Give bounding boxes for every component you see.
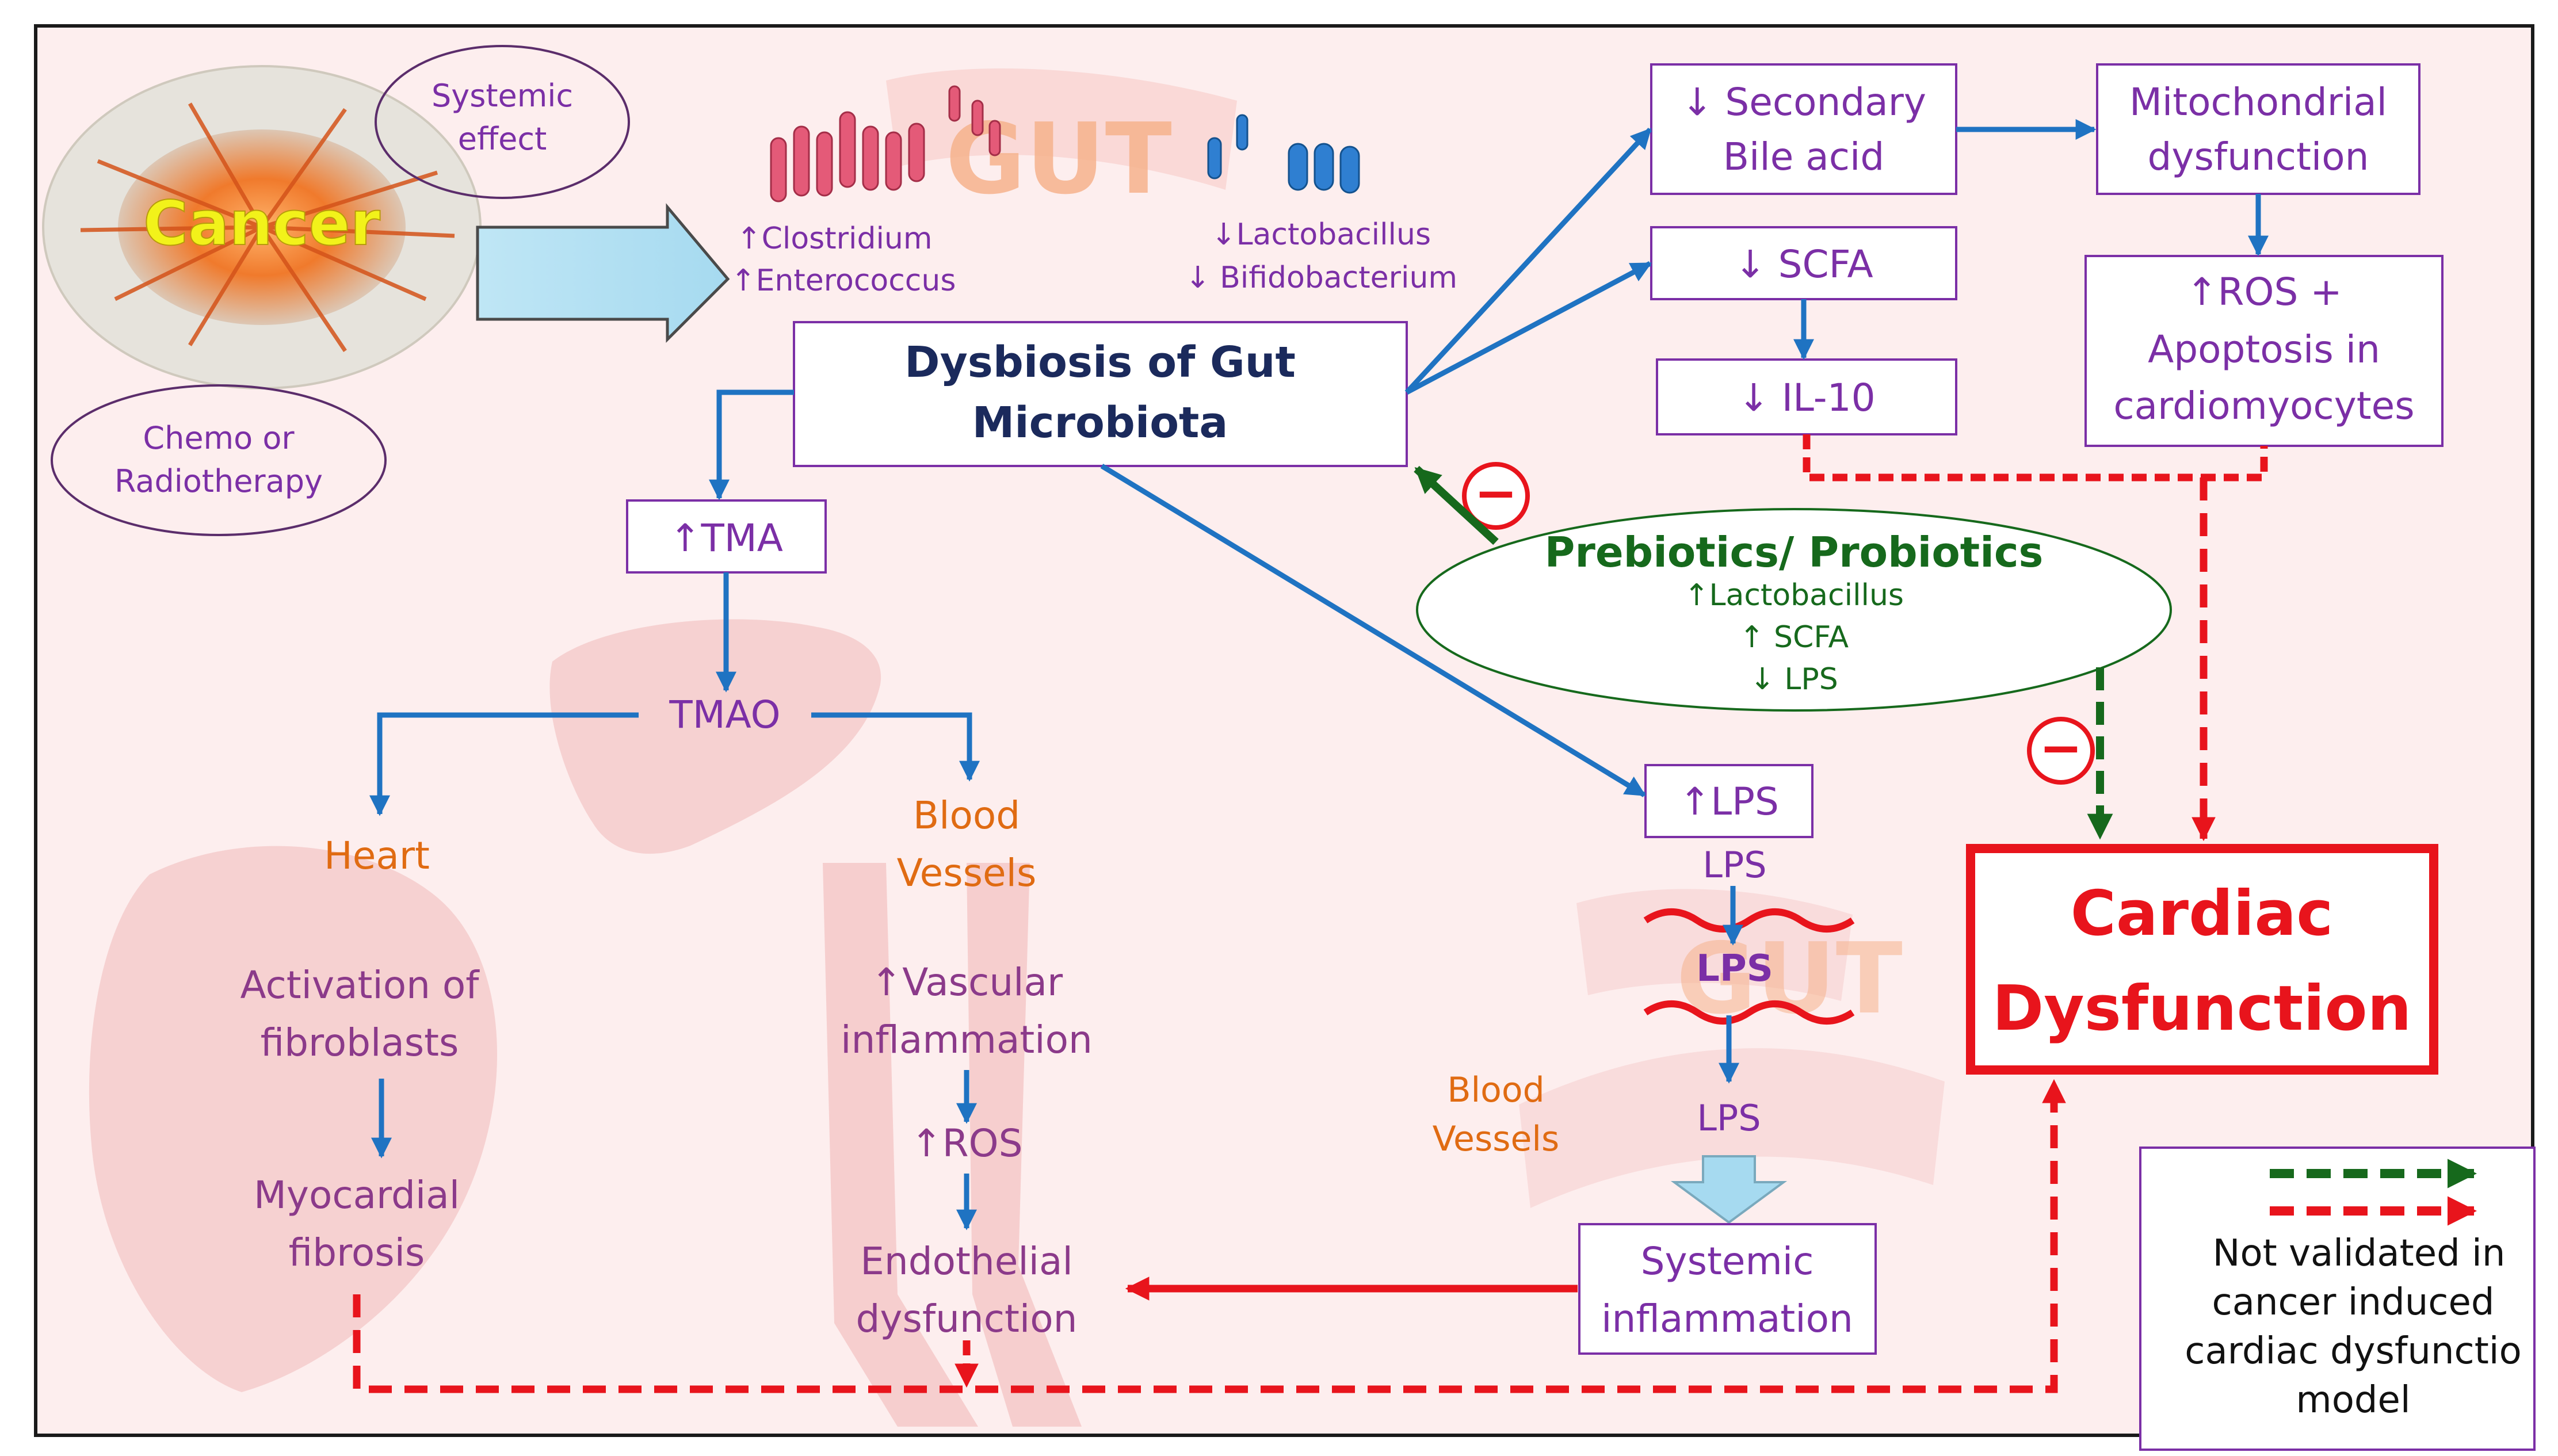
- prebiotics-item-lactobacillus: ↑Lactobacillus: [1684, 578, 1904, 613]
- vessel-watermark: [823, 863, 1082, 1427]
- tma-label: ↑TMA: [669, 516, 783, 560]
- fibroblast-line1: Activation of: [240, 963, 480, 1007]
- prebiotics-item-lps: ↓ LPS: [1750, 662, 1838, 697]
- chemo-line1: Chemo or: [143, 420, 295, 456]
- systemic-inflammation-box: [1578, 1223, 1877, 1355]
- scfa-box: [1650, 226, 1957, 300]
- legend-line4: model: [2296, 1379, 2410, 1421]
- lps-to-inflammation-arrow: [1670, 1155, 1788, 1224]
- clostridium-label: ↑Clostridium: [736, 221, 933, 256]
- chemo-ellipse: [51, 384, 387, 536]
- arrow-dysbiosis-to-bile: [1404, 127, 1652, 395]
- lps-up-label: ↑LPS: [1679, 779, 1779, 824]
- vascular-inflammation-line2: inflammation: [841, 1018, 1093, 1062]
- dysbiosis-line1: Dysbiosis of Gut: [904, 338, 1296, 387]
- cancer-cell-image: [42, 65, 482, 389]
- systemic-inflammation-line2: inflammation: [1601, 1297, 1853, 1341]
- heart-title: Heart: [324, 834, 430, 878]
- secondary-bile-line1: ↓ Secondary: [1681, 80, 1926, 124]
- arrow-dysbiosis-to-tma: [709, 389, 794, 500]
- inhibit-symbol-1: −: [1474, 463, 1517, 523]
- systemic-effect-line2: effect: [458, 121, 547, 157]
- lps-flow-1: LPS: [1702, 844, 1766, 886]
- cardiac-line1: Cardiac: [2071, 878, 2334, 950]
- dashed-il10-ros-connector: [1803, 434, 2268, 481]
- dysbiosis-line2: Microbiota: [972, 398, 1228, 448]
- arrow-prebiotics-inhibit-dysbiosis: [1414, 465, 1499, 545]
- bacteria-blue-icon: [1207, 114, 1360, 194]
- il10-label: ↓ IL-10: [1738, 376, 1875, 420]
- liver-watermark: [549, 619, 881, 854]
- tma-box: [626, 499, 827, 574]
- scfa-label: ↓ SCFA: [1734, 242, 1873, 286]
- inhibit-symbol-2: −: [2039, 718, 2082, 778]
- mitochondrial-line1: Mitochondrial: [2129, 80, 2387, 124]
- dysbiosis-box: [793, 321, 1408, 467]
- legend-line3: cardiac dysfunctio: [2185, 1330, 2521, 1373]
- systemic-effect-line1: Systemic: [432, 78, 573, 114]
- bacteria-red-icon: [770, 85, 1001, 202]
- fibroblast-line2: fibroblasts: [261, 1021, 459, 1065]
- arrow-bottom-to-cardiac: [353, 1079, 2066, 1393]
- legend-line2: cancer induced: [2212, 1281, 2495, 1324]
- il10-box: [1656, 358, 1957, 435]
- gut-wall-wave-top: [1643, 908, 1855, 933]
- vessel-ros-label: ↑ROS: [910, 1121, 1022, 1165]
- cancer-label: Cancer: [143, 188, 380, 259]
- arrow-tmao-to-heart: [369, 712, 639, 816]
- gut-wall-wave-bottom: [1643, 1000, 1855, 1025]
- endothelial-line1: Endothelial: [860, 1239, 1073, 1283]
- ros-apoptosis-line2: Apoptosis in: [2148, 327, 2380, 372]
- lps-up-box: [1644, 764, 1813, 838]
- prebiotics-title: Prebiotics/ Probiotics: [1545, 528, 2044, 576]
- prebiotics-item-scfa: ↑ SCFA: [1739, 620, 1849, 655]
- cardiac-line2: Dysfunction: [1992, 973, 2412, 1045]
- vessel-title-line2: Vessels: [897, 851, 1037, 895]
- cardiac-dysfunction-box: [1966, 844, 2438, 1075]
- systemic-inflammation-line1: Systemic: [1641, 1239, 1814, 1283]
- secondary-bile-line2: Bile acid: [1723, 135, 1885, 179]
- prebiotics-ellipse: [1416, 508, 2172, 712]
- lps-flow-3: LPS: [1697, 1097, 1761, 1139]
- cancer-to-gut-arrow: [476, 203, 730, 343]
- vascular-inflammation-line1: ↑Vascular: [871, 960, 1063, 1004]
- endothelial-line2: dysfunction: [856, 1297, 1078, 1341]
- bifidobacterium-down-label: ↓ Bifidobacterium: [1185, 261, 1457, 295]
- lactobacillus-down-label: ↓Lactobacillus: [1211, 217, 1431, 252]
- tmao-label: TMAO: [669, 693, 780, 737]
- ros-apoptosis-line3: cardiomyocytes: [2113, 384, 2414, 428]
- legend-line1: Not validated in: [2213, 1232, 2506, 1275]
- lps-vessels-line2: Vessels: [1433, 1119, 1560, 1159]
- myocardial-line2: fibrosis: [289, 1230, 425, 1275]
- chemo-line2: Radiotherapy: [114, 463, 323, 499]
- inhibit-circle-cardiac: −: [2027, 717, 2095, 785]
- arrow-dysbiosis-to-scfa: [1405, 261, 1652, 395]
- gut-watermark-top: [886, 68, 1237, 190]
- myocardial-line1: Myocardial: [254, 1173, 460, 1217]
- ros-apoptosis-line1: ↑ROS +: [2186, 270, 2342, 314]
- mitochondrial-box: [2096, 63, 2420, 195]
- arrow-dysbiosis-to-lps: [1100, 464, 1647, 797]
- mitochondrial-line2: dysfunction: [2148, 135, 2369, 179]
- heart-watermark: [89, 846, 498, 1392]
- enterococcus-label: ↑Enterococcus: [731, 263, 956, 298]
- systemic-effect-ellipse: [375, 45, 630, 199]
- lps-vessels-line1: Blood: [1447, 1070, 1544, 1110]
- arrow-tmao-to-vessels: [811, 712, 980, 782]
- inhibit-circle-dysbiosis: −: [1462, 462, 1530, 530]
- lps-flow-2: LPS: [1696, 947, 1773, 990]
- vessel-title-line1: Blood: [913, 793, 1020, 838]
- blue-arrows: [369, 119, 2269, 1230]
